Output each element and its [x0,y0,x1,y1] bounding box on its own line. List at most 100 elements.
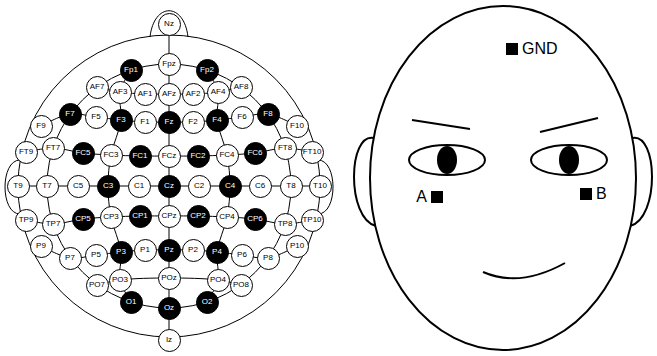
electrode-circle [158,53,180,75]
electrode-label: TP8 [278,220,293,228]
electrode-circle [207,269,229,291]
electrode-label: F5 [91,113,100,121]
electrode-circle [120,291,142,313]
electrode-site: T9 [7,175,30,198]
pupil [437,146,457,174]
electrode-circle [301,141,323,163]
electrode-label: AF4 [211,88,226,96]
electrode-site: CP3 [100,206,123,229]
electrode-site: T8 [280,175,303,198]
electrode-circle [182,111,204,133]
electrode-square [580,188,592,200]
electrode-circle [7,175,29,197]
electrode-site: FT8 [274,137,297,160]
electrode-label: T9 [13,182,22,190]
electrode-circle [134,83,156,105]
electrode-site: FT7 [42,137,65,160]
electrode-site: TP10 [301,209,324,232]
electrode-circle [196,59,218,81]
electrode-circle [244,208,266,230]
electrode-square [431,191,443,203]
electrode-circle [158,267,180,289]
electrode-circle [219,175,241,197]
electrode-site: P5 [85,244,108,267]
electrode-circle [67,175,89,197]
electrode-site: P8 [257,247,280,270]
electrode-site: FC5 [72,142,95,165]
electrode-label: TP10 [303,216,322,224]
electrode-circle [109,81,131,103]
nose [150,11,188,37]
electrode-site: F7 [59,103,82,126]
electrode-site: O2 [196,291,219,314]
electrode-site: F4 [206,109,229,132]
electrode-circle [207,81,229,103]
electrode-label: CP1 [132,212,148,220]
electrode-circle [100,206,122,228]
electrode-site: P7 [59,247,82,270]
electrode-label: PO8 [233,281,249,289]
electrode-site: PO8 [230,274,253,297]
electrode-circle [97,175,119,197]
electrode-circle [231,106,253,128]
electrode-circle [30,115,52,137]
electrode-circle [158,205,180,227]
electrode-site: CP6 [244,208,267,231]
electrode-circle [206,241,228,263]
face-outline [370,6,636,350]
electrode-site: T10 [309,175,332,198]
electrode-circle [158,329,180,351]
electrode-site: F6 [231,106,254,129]
electrode-label: P5 [91,251,101,259]
electrode-label: CPz [161,212,176,220]
electrode-label: T8 [286,182,295,190]
electrode-site: FT10 [301,141,324,164]
electrode-label: F6 [237,113,246,121]
electrode-circle [158,175,180,197]
electrode-circle [231,244,253,266]
electrode-circle [134,239,156,261]
electrode-circle [187,145,209,167]
electrode-site: AF2 [182,83,205,106]
electrode-circle [85,244,107,266]
electrode-label: FT8 [278,144,292,152]
electrode-site: Oz [158,297,181,320]
electrode-site: F9 [30,115,53,138]
electrode-circle [158,239,180,261]
electrode-label: AF7 [90,83,105,91]
electrode-circle [249,175,271,197]
electrode-circle [309,175,331,197]
electrode-site: F3 [110,109,133,132]
electrode-site: PO7 [86,274,109,297]
electrode-circle [158,145,180,167]
electrode-label: F8 [263,110,272,118]
electrode-circle [274,213,296,235]
electrode-label: CP6 [247,215,263,223]
electrode-label: FC3 [103,151,118,159]
electrode-label: T10 [313,182,327,190]
electrode-label: FC1 [132,152,147,160]
electrode-site: P6 [231,244,254,267]
electrode-site: AF4 [207,81,230,104]
electrode-label: CP4 [219,213,235,221]
electrode-site: F1 [134,111,157,134]
electrode-label: F7 [65,110,74,118]
electrode-circle [129,145,151,167]
pupil [559,146,579,174]
electrode-circle [72,208,94,230]
electrode-label: Fz [165,118,174,126]
electrode-label: C5 [73,182,83,190]
electrode-circle [110,241,132,263]
electrode-circle [230,76,252,98]
electrode-circle [36,175,58,197]
electrode-circle [42,137,64,159]
electrode-site: FC6 [244,142,267,165]
electrode-label: Cz [164,182,174,190]
electrode-label: FC6 [247,149,262,157]
mouth [483,263,565,278]
electrode-label: O1 [126,298,137,306]
electrode-circle [244,142,266,164]
electrode-label: Fp1 [124,66,138,74]
electrode-label: AFz [162,90,176,98]
